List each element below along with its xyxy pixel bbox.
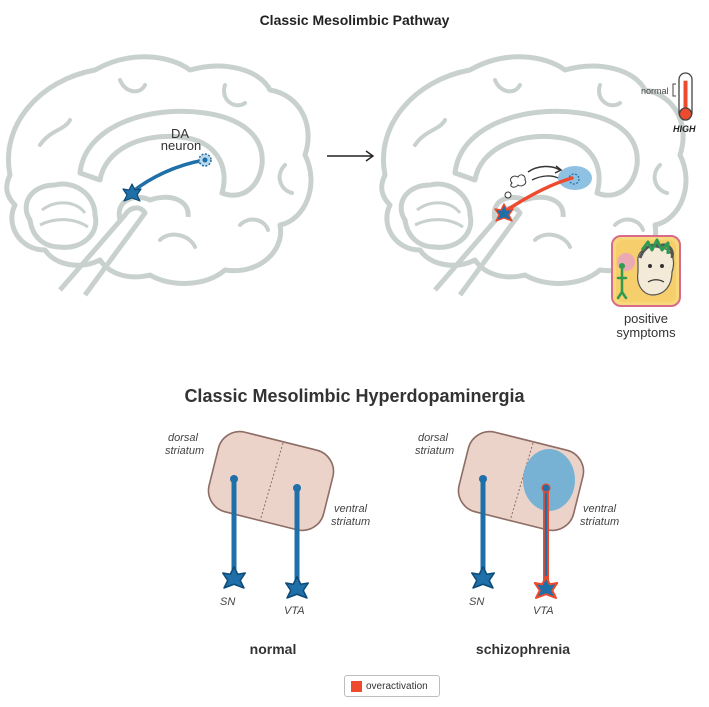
symptoms-label-2: symptoms <box>616 325 676 340</box>
da-pathway-left <box>130 158 207 194</box>
legend-swatch <box>351 680 362 692</box>
da-pathway-right <box>502 176 574 214</box>
vta-label-normal: VTA <box>284 605 305 617</box>
vta-label-schizophrenia: VTA <box>533 605 554 617</box>
neuron-icon <box>471 566 495 589</box>
dorsal-label-schizophrenia-2: striatum <box>415 445 455 457</box>
ventral-label-schizophrenia-1: ventral <box>583 503 617 515</box>
striatum-glow-right <box>558 166 592 190</box>
symptoms-label-1: positive <box>623 311 669 326</box>
thermometer-low-label: normal <box>641 86 669 96</box>
mid-title: Classic Mesolimbic Hyperdopaminergia <box>184 386 525 406</box>
neuron-icon <box>533 575 559 599</box>
sn-label-schizophrenia: SN <box>469 596 485 608</box>
dorsal-label-normal-2: striatum <box>165 445 205 457</box>
arrow-right-icon <box>327 150 375 162</box>
face-icon <box>611 235 681 307</box>
ventral-striatum-glow <box>523 449 575 511</box>
top-title: Classic Mesolimbic Pathway <box>259 12 450 28</box>
da-neuron-label-2: neuron <box>160 138 202 153</box>
neuron-icon <box>285 576 309 599</box>
legend-label: overactivation <box>366 680 428 692</box>
dorsal-label-normal-1: dorsal <box>168 432 198 444</box>
ventral-label-normal-2: striatum <box>331 516 371 528</box>
da-neuron-label-1: DA <box>170 126 190 141</box>
neuron-icon <box>222 566 246 589</box>
striatum-panel-schizophrenia <box>457 430 585 599</box>
legend: overactivation <box>344 675 440 697</box>
ventral-label-normal-1: ventral <box>334 503 368 515</box>
thermometer-icon <box>672 72 693 121</box>
sn-label-normal: SN <box>220 596 236 608</box>
thermometer-fill <box>683 80 688 113</box>
condition-label-schizophrenia: schizophrenia <box>475 641 571 657</box>
ventral-label-schizophrenia-2: striatum <box>580 516 620 528</box>
dorsal-label-schizophrenia-1: dorsal <box>418 432 448 444</box>
striatum-panel-normal <box>207 430 335 599</box>
neuron-icon <box>494 203 514 222</box>
condition-label-normal: normal <box>249 641 297 657</box>
thermometer-high-label: HIGH <box>673 124 696 134</box>
